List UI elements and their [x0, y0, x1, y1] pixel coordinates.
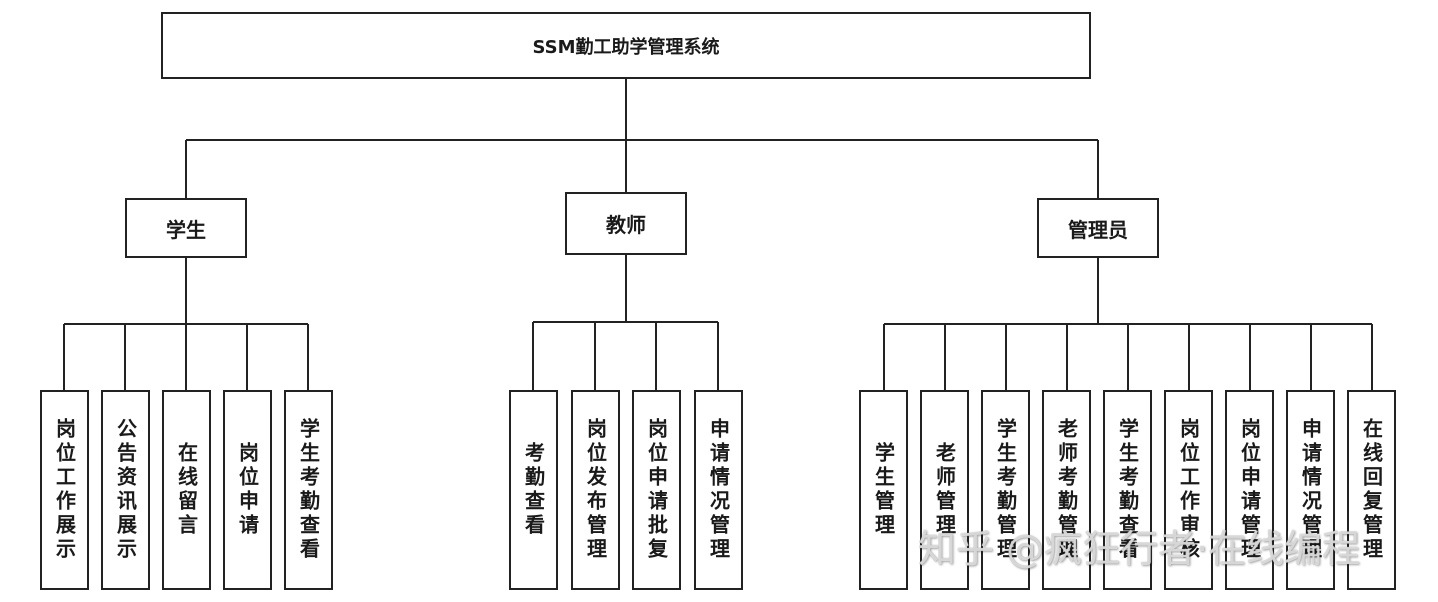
root-node: SSM勤工助学管理系统: [161, 12, 1091, 79]
leaf-label: 老师考勤管理: [1054, 418, 1079, 562]
leaf-node: 考勤查看: [509, 390, 558, 590]
leaf-label: 岗位申请批复: [644, 418, 669, 562]
leaf-label: 在线留言: [174, 442, 199, 538]
leaf-label: 岗位工作审核: [1176, 418, 1201, 562]
role-label: 学生: [166, 217, 206, 242]
leaf-node: 学生考勤管理: [981, 390, 1030, 590]
leaf-node: 老师考勤管理: [1042, 390, 1091, 590]
leaf-label: 学生管理: [871, 442, 896, 538]
leaf-label: 申请情况管理: [1298, 418, 1323, 562]
role-label: 教师: [606, 213, 646, 237]
leaf-node: 在线回复管理: [1347, 390, 1396, 590]
leaf-node: 申请情况管理: [694, 390, 743, 590]
leaf-label: 申请情况管理: [706, 418, 731, 562]
leaf-node: 岗位工作审核: [1164, 390, 1213, 590]
role-node-teacher: 教师: [565, 192, 687, 255]
leaf-node: 学生管理: [859, 390, 908, 590]
leaf-node: 岗位申请管理: [1225, 390, 1274, 590]
leaf-label: 学生考勤管理: [993, 418, 1018, 562]
leaf-label: 在线回复管理: [1359, 418, 1384, 562]
root-label: SSM勤工助学管理系统: [532, 36, 720, 58]
role-label: 管理员: [1068, 217, 1128, 242]
leaf-node: 申请情况管理: [1286, 390, 1335, 590]
role-node-student: 学生: [125, 198, 247, 258]
leaf-node: 在线留言: [162, 390, 211, 590]
leaf-node: 岗位申请: [223, 390, 272, 590]
leaf-node: 学生考勤查看: [1103, 390, 1152, 590]
leaf-label: 考勤查看: [521, 442, 546, 538]
leaf-label: 岗位工作展示: [52, 418, 77, 562]
leaf-node: 岗位发布管理: [571, 390, 620, 590]
leaf-node: 岗位申请批复: [632, 390, 681, 590]
role-node-admin: 管理员: [1037, 198, 1159, 258]
leaf-label: 学生考勤查看: [296, 418, 321, 562]
leaf-node: 公告资讯展示: [101, 390, 150, 590]
leaf-label: 岗位申请管理: [1237, 418, 1262, 562]
leaf-node: 老师管理: [920, 390, 969, 590]
leaf-label: 岗位申请: [235, 442, 260, 538]
leaf-label: 公告资讯展示: [113, 418, 138, 562]
leaf-label: 老师管理: [932, 442, 957, 538]
leaf-label: 学生考勤查看: [1115, 418, 1140, 562]
leaf-node: 学生考勤查看: [284, 390, 333, 590]
leaf-label: 岗位发布管理: [583, 418, 608, 562]
leaf-node: 岗位工作展示: [40, 390, 89, 590]
